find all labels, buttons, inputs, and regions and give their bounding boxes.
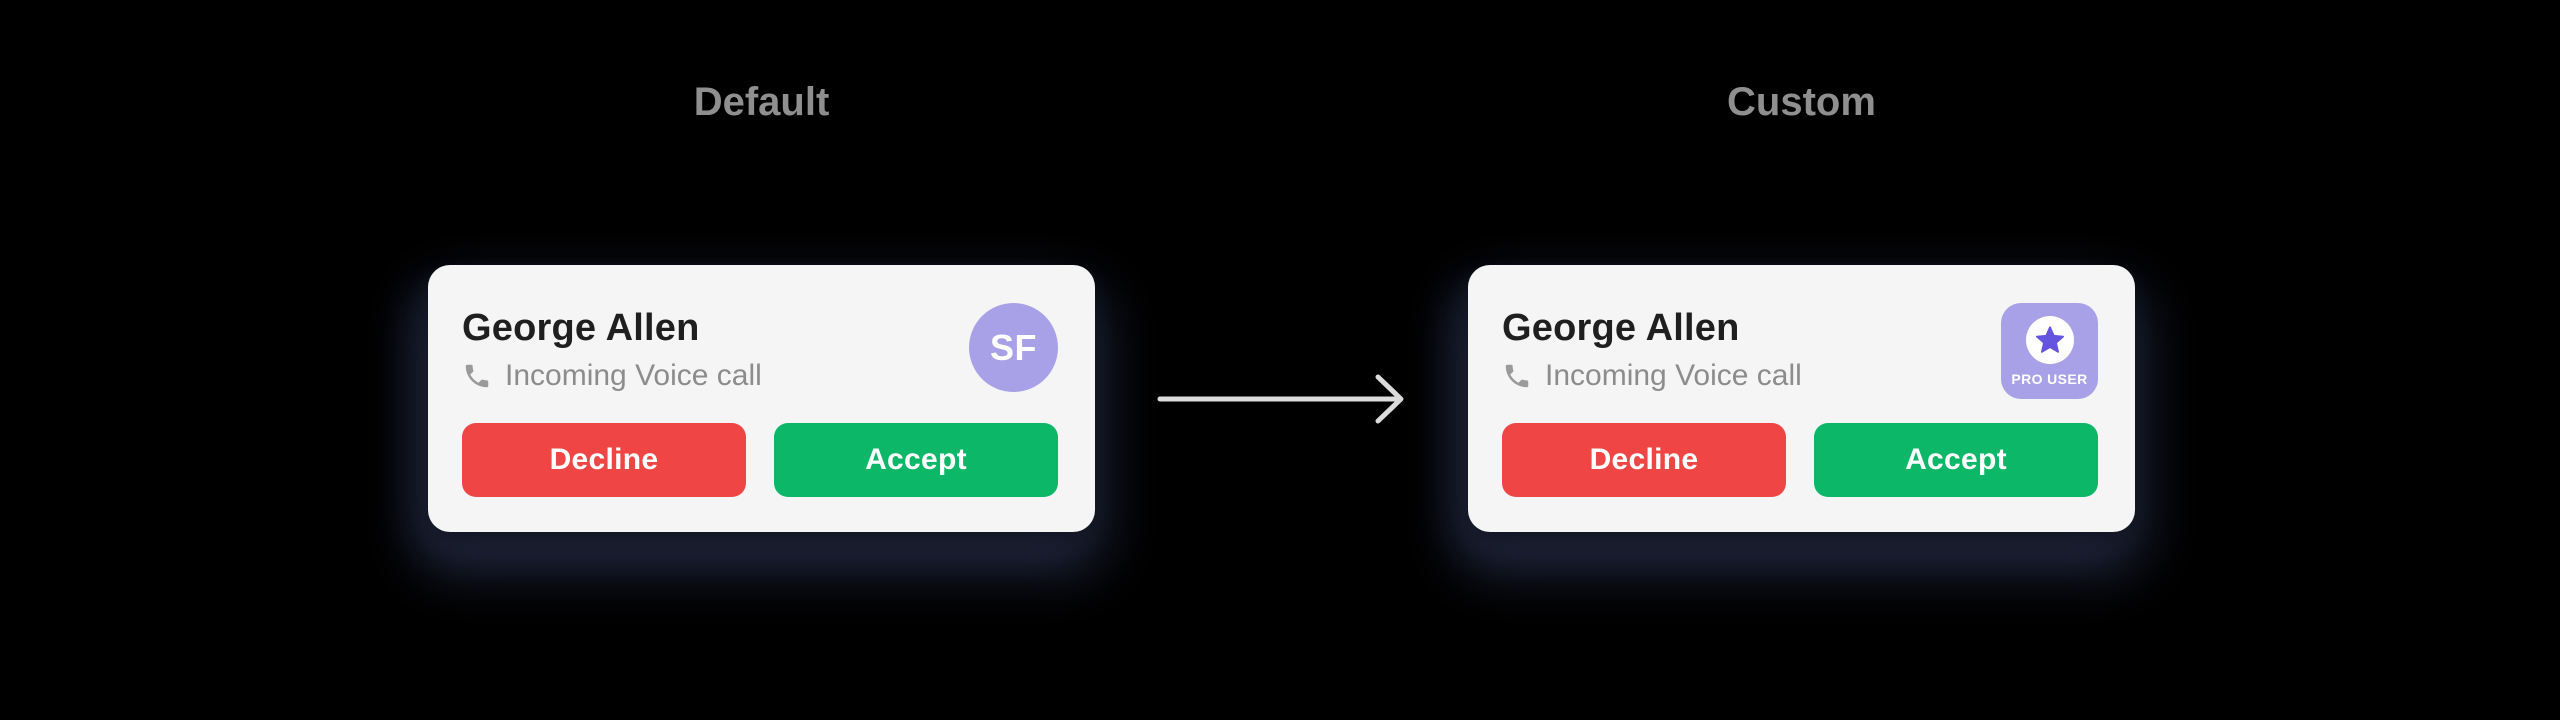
phone-icon <box>1505 364 1529 388</box>
custom-call-card: George Allen Incoming Voice call PRO USE… <box>1468 265 2135 532</box>
accept-button[interactable]: Accept <box>1814 423 2098 497</box>
card-header: George Allen Incoming Voice call PRO USE… <box>1502 303 2098 399</box>
arrow-right-icon <box>1157 374 1404 424</box>
star-icon <box>2035 325 2064 353</box>
default-panel-title: Default <box>693 80 830 124</box>
card-header: George Allen Incoming Voice call SF <box>462 303 1058 394</box>
pro-user-label: PRO USER <box>2011 370 2088 387</box>
default-call-card: George Allen Incoming Voice call SF Decl… <box>428 265 1095 532</box>
custom-panel-title: Custom <box>1727 80 1876 124</box>
pro-user-badge: PRO USER <box>2001 303 2098 399</box>
avatar: SF <box>969 303 1058 392</box>
call-subtitle-label: Incoming Voice call <box>1545 359 1802 392</box>
decline-button[interactable]: Decline <box>1502 423 1786 497</box>
decline-button[interactable]: Decline <box>462 423 746 497</box>
call-actions: Decline Accept <box>1502 423 2098 497</box>
call-actions: Decline Accept <box>462 423 1058 497</box>
star-circle <box>2025 315 2074 364</box>
call-subtitle: Incoming Voice call <box>462 358 762 394</box>
avatar-initials: SF <box>989 326 1037 368</box>
caller-name: George Allen <box>1502 307 1740 349</box>
caller-name: George Allen <box>462 307 700 349</box>
caller-info: George Allen Incoming Voice call <box>462 303 762 394</box>
call-subtitle-label: Incoming Voice call <box>505 359 762 392</box>
caller-info: George Allen Incoming Voice call <box>1502 303 1802 394</box>
accept-button[interactable]: Accept <box>774 423 1058 497</box>
phone-icon <box>465 364 489 388</box>
call-subtitle: Incoming Voice call <box>1502 358 1802 394</box>
